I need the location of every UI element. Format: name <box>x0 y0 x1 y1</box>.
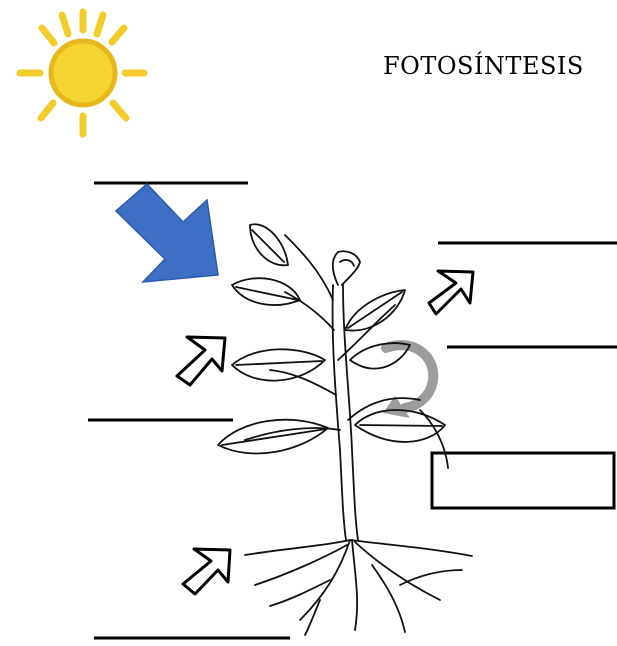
plant-drawing <box>218 224 472 635</box>
outline-arrow-icon <box>429 271 473 314</box>
outline-arrow-icon <box>183 549 230 594</box>
cycle-arrow-icon <box>383 345 433 418</box>
sunlight-arrow-icon <box>116 184 218 282</box>
answer-box <box>432 453 614 508</box>
outline-arrow-icon <box>177 337 225 385</box>
sun-icon <box>20 12 144 134</box>
